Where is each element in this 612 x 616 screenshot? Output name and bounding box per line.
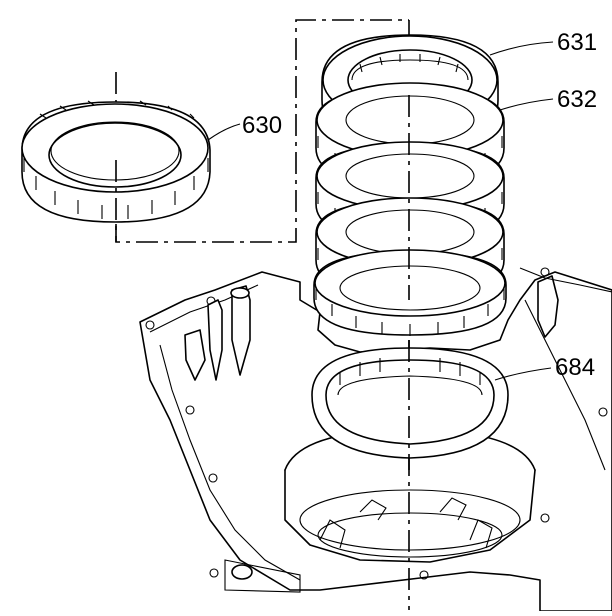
- callout-632: 632: [557, 86, 598, 113]
- plate-630: [21, 100, 211, 242]
- ring-684: [311, 340, 509, 470]
- leader-632: [499, 98, 554, 111]
- plate-stack-632: [313, 82, 507, 336]
- callout-630: 630: [242, 112, 283, 139]
- leader-684: [494, 367, 552, 381]
- callout-684: 684: [555, 354, 596, 381]
- leader-lines: [207, 41, 554, 381]
- leader-631: [489, 41, 554, 56]
- leader-630: [207, 123, 241, 141]
- callout-631: 631: [557, 29, 598, 56]
